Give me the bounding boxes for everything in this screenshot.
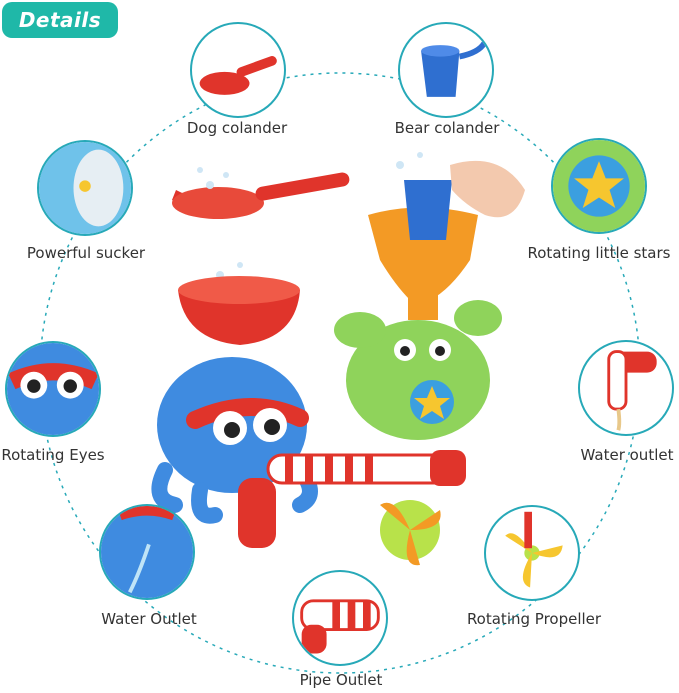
octopus-outlet-icon — [101, 506, 193, 598]
feature-label-rotating-stars: Rotating little stars — [527, 244, 671, 262]
feature-label-dog-colander: Dog colander — [186, 119, 288, 137]
feature-bubble-bear-colander — [398, 22, 494, 118]
dog-colander-icon — [199, 56, 277, 95]
feature-label-pipe-outlet: Pipe Outlet — [299, 671, 383, 689]
feature-bubble-water-outlet — [578, 340, 674, 436]
water-outlet-icon — [607, 350, 657, 431]
eyes-icon — [7, 343, 99, 435]
feature-bubble-water-outlet-octopus — [99, 504, 195, 600]
feature-bubble-rotating-stars — [551, 138, 647, 234]
feature-bubble-rotating-eyes — [5, 341, 101, 437]
feature-bubble-pipe-outlet — [292, 570, 388, 666]
feature-label-rotating-propeller: Rotating Propeller — [466, 610, 602, 628]
feature-label-rotating-eyes: Rotating Eyes — [1, 446, 105, 464]
feature-bubble-powerful-sucker — [37, 140, 133, 236]
suction-cup-icon — [39, 142, 131, 234]
feature-label-water-outlet-octopus: Water Outlet — [101, 610, 197, 628]
feature-label-bear-colander: Bear colander — [394, 119, 500, 137]
feature-bubble-dog-colander — [190, 22, 286, 118]
details-badge-label: Details — [18, 8, 102, 32]
feature-bubble-rotating-propeller — [484, 505, 580, 601]
bear-colander-icon — [421, 41, 487, 97]
propeller-icon — [505, 511, 563, 588]
feature-label-powerful-sucker: Powerful sucker — [26, 244, 146, 262]
star-icon — [553, 140, 645, 232]
feature-label-water-outlet: Water outlet — [580, 446, 674, 464]
details-badge: Details — [2, 2, 118, 38]
pipe-outlet-icon — [300, 599, 380, 654]
